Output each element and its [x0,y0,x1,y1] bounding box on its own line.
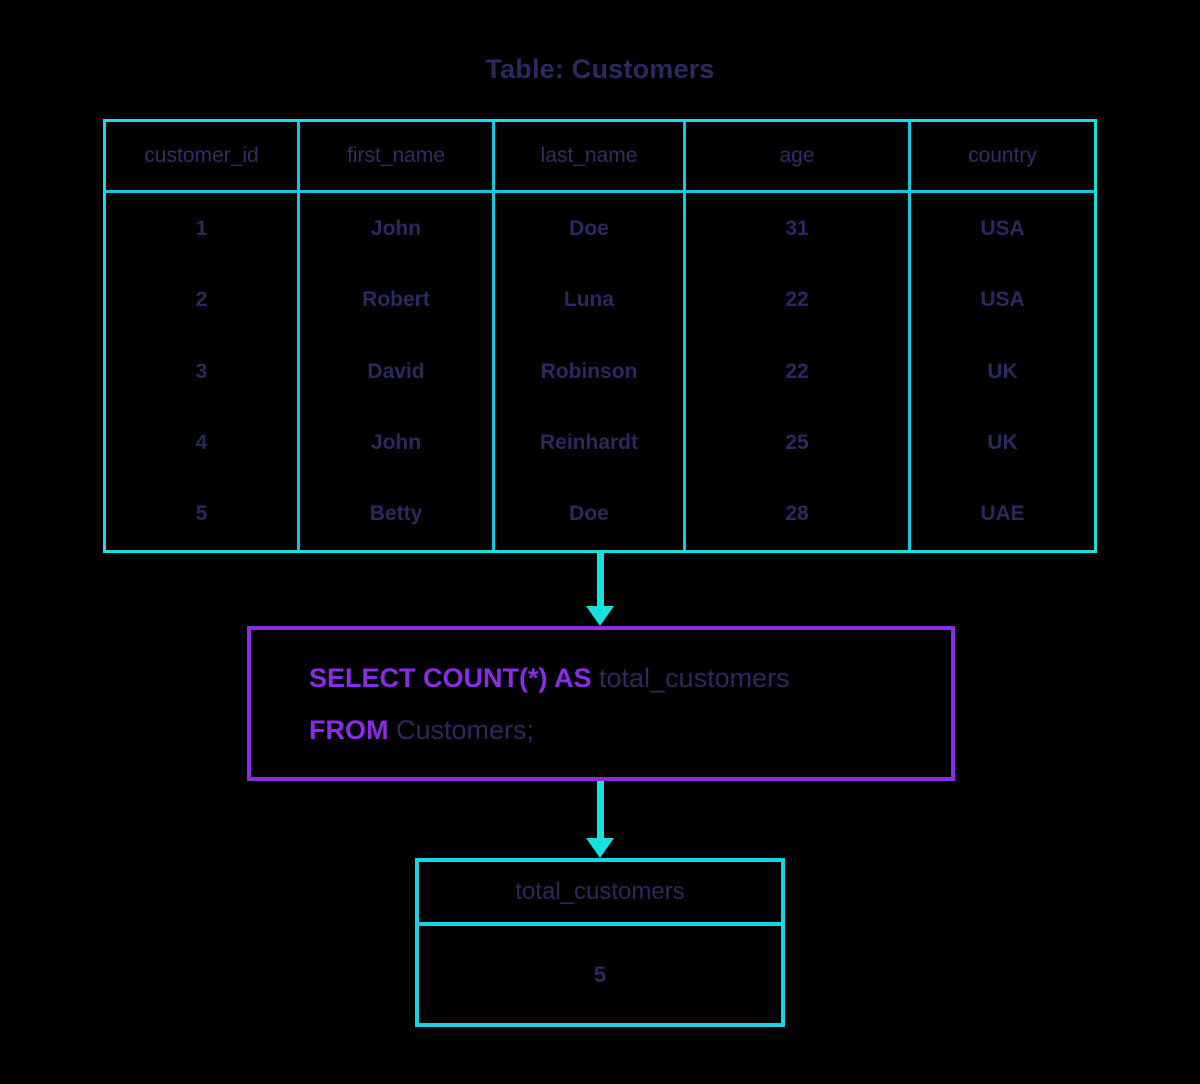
column-header-country: country [968,144,1037,167]
cell-first-name: Robert [300,264,495,336]
result-value-cell: 5 [593,961,607,987]
table-row: 4 John Reinhardt 25 UK [106,407,1094,479]
arrow-shaft [597,553,604,606]
cell-age: 25 [686,407,911,479]
arrow-shaft [597,781,604,838]
cell-customer-id: 3 [106,335,300,408]
cell-customer-id: 4 [106,407,300,479]
cell-country: USA [980,216,1025,240]
sql-query-line-1: SELECT COUNT(*) AS total_customers [309,652,893,704]
sql-query-line-2: FROM Customers; [309,704,893,756]
cell-first-name: John [300,407,495,479]
cell-country: UK [987,359,1018,383]
table-row: 2 Robert Luna 22 USA [106,264,1094,336]
cell-last-name: Doe [495,478,686,551]
result-column-header: total_customers [419,862,781,926]
cell-first-name: John [300,193,495,265]
cell-first-name: Betty [300,478,495,551]
page-title: Table: Customers [485,54,715,84]
sql-keyword-select-count-as: SELECT COUNT(*) AS [309,662,592,693]
cell-last-name: Reinhardt [495,407,686,479]
sql-query-box: SELECT COUNT(*) AS total_customers FROM … [247,626,955,781]
arrow-head [586,838,614,858]
source-table-header-row: customer_id first_name last_name age cou… [106,122,1094,193]
table-row: 5 Betty Doe 28 UAE [106,478,1094,551]
cell-age: 22 [686,264,911,336]
cell-first-name: David [300,335,495,408]
cell-customer-id: 5 [106,478,300,551]
column-header-customer-id: customer_id [106,122,300,190]
arrow-head [586,606,614,626]
arrow-down-icon-table-to-query [580,553,620,626]
cell-age: 31 [686,193,911,265]
cell-last-name: Robinson [495,335,686,408]
column-header-age: age [686,122,911,190]
column-header-first-name: first_name [300,122,495,190]
cell-customer-id: 2 [106,264,300,336]
sql-identifier-customers: Customers; [388,714,535,745]
sql-keyword-from: FROM [309,714,389,745]
cell-last-name: Luna [495,264,686,336]
source-table: customer_id first_name last_name age cou… [103,119,1097,553]
table-row: 1 John Doe 31 USA [106,193,1094,265]
source-table-body: 1 John Doe 31 USA 2 Robert Luna 22 USA 3… [106,193,1094,551]
table-row: 3 David Robinson 22 UK [106,335,1094,408]
cell-age: 22 [686,335,911,408]
cell-age: 28 [686,478,911,551]
arrow-down-icon-query-to-result [580,781,620,858]
cell-country: USA [980,288,1025,312]
cell-last-name: Doe [495,193,686,265]
sql-identifier-total-customers: total_customers [591,662,790,693]
cell-country: UAE [980,502,1025,526]
column-header-last-name: last_name [495,122,686,190]
cell-customer-id: 1 [106,193,300,265]
cell-country: UK [987,430,1018,454]
result-table: total_customers 5 [415,858,785,1027]
